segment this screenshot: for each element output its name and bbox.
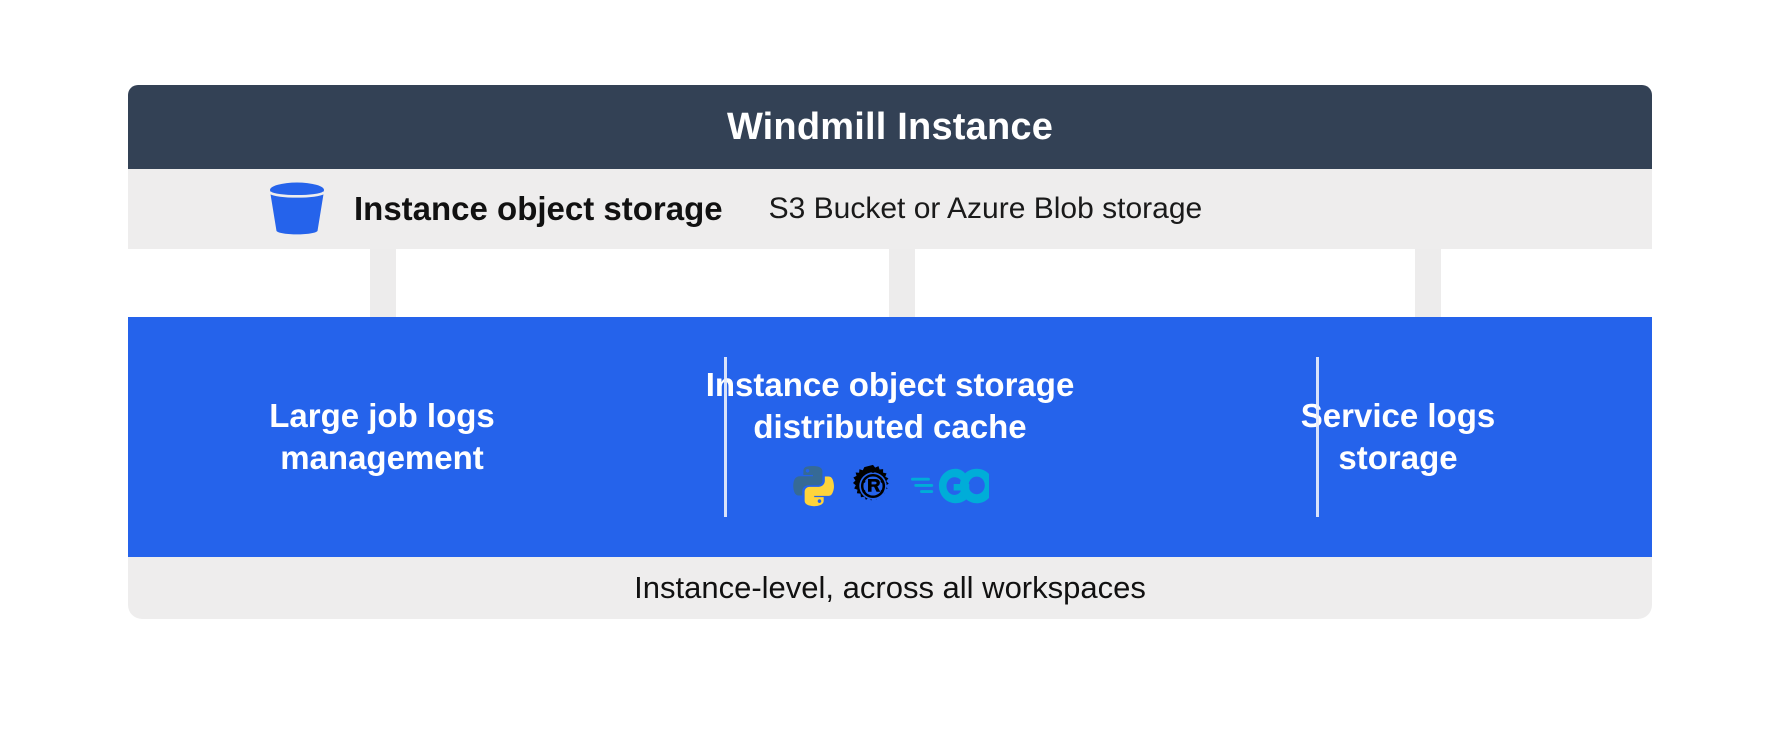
- arrow-stem: [1415, 249, 1441, 317]
- arrow-stem: [370, 249, 396, 317]
- arrow-stem: [889, 249, 915, 317]
- rust-logo-icon: [852, 465, 889, 501]
- connector-gap: [128, 249, 1652, 351]
- storage-subtitle: S3 Bucket or Azure Blob storage: [768, 192, 1203, 225]
- language-logo-row: [791, 462, 989, 510]
- feature-column-service-logs: Service logs storage: [1144, 317, 1652, 557]
- feature-title: Service logs storage: [1300, 396, 1496, 476]
- bucket-icon: [269, 182, 325, 235]
- column-divider-2: [1316, 357, 1319, 517]
- python-logo-icon: [793, 466, 834, 507]
- column-divider-1: [724, 357, 727, 517]
- scope-footer: Instance-level, across all workspaces: [128, 557, 1652, 619]
- storage-label: Instance object storage: [354, 190, 723, 227]
- feature-column-large-job-logs: Large job logs management: [128, 317, 636, 557]
- windmill-instance-diagram: Windmill Instance Instance object storag…: [128, 85, 1652, 619]
- feature-column-distributed-cache: Instance object storage distributed cach…: [636, 317, 1144, 557]
- feature-title: Large job logs management: [269, 396, 495, 476]
- go-logo-icon: [911, 468, 989, 504]
- page-title: Windmill Instance: [726, 105, 1054, 148]
- instance-object-storage-row: Instance object storage S3 Bucket or Azu…: [128, 169, 1652, 249]
- scope-footer-text: Instance-level, across all workspaces: [634, 570, 1146, 605]
- feature-title: Instance object storage distributed cach…: [705, 365, 1075, 445]
- features-panel: Large job logs management Instance objec…: [128, 317, 1652, 557]
- instance-header-bar: Windmill Instance: [128, 85, 1652, 169]
